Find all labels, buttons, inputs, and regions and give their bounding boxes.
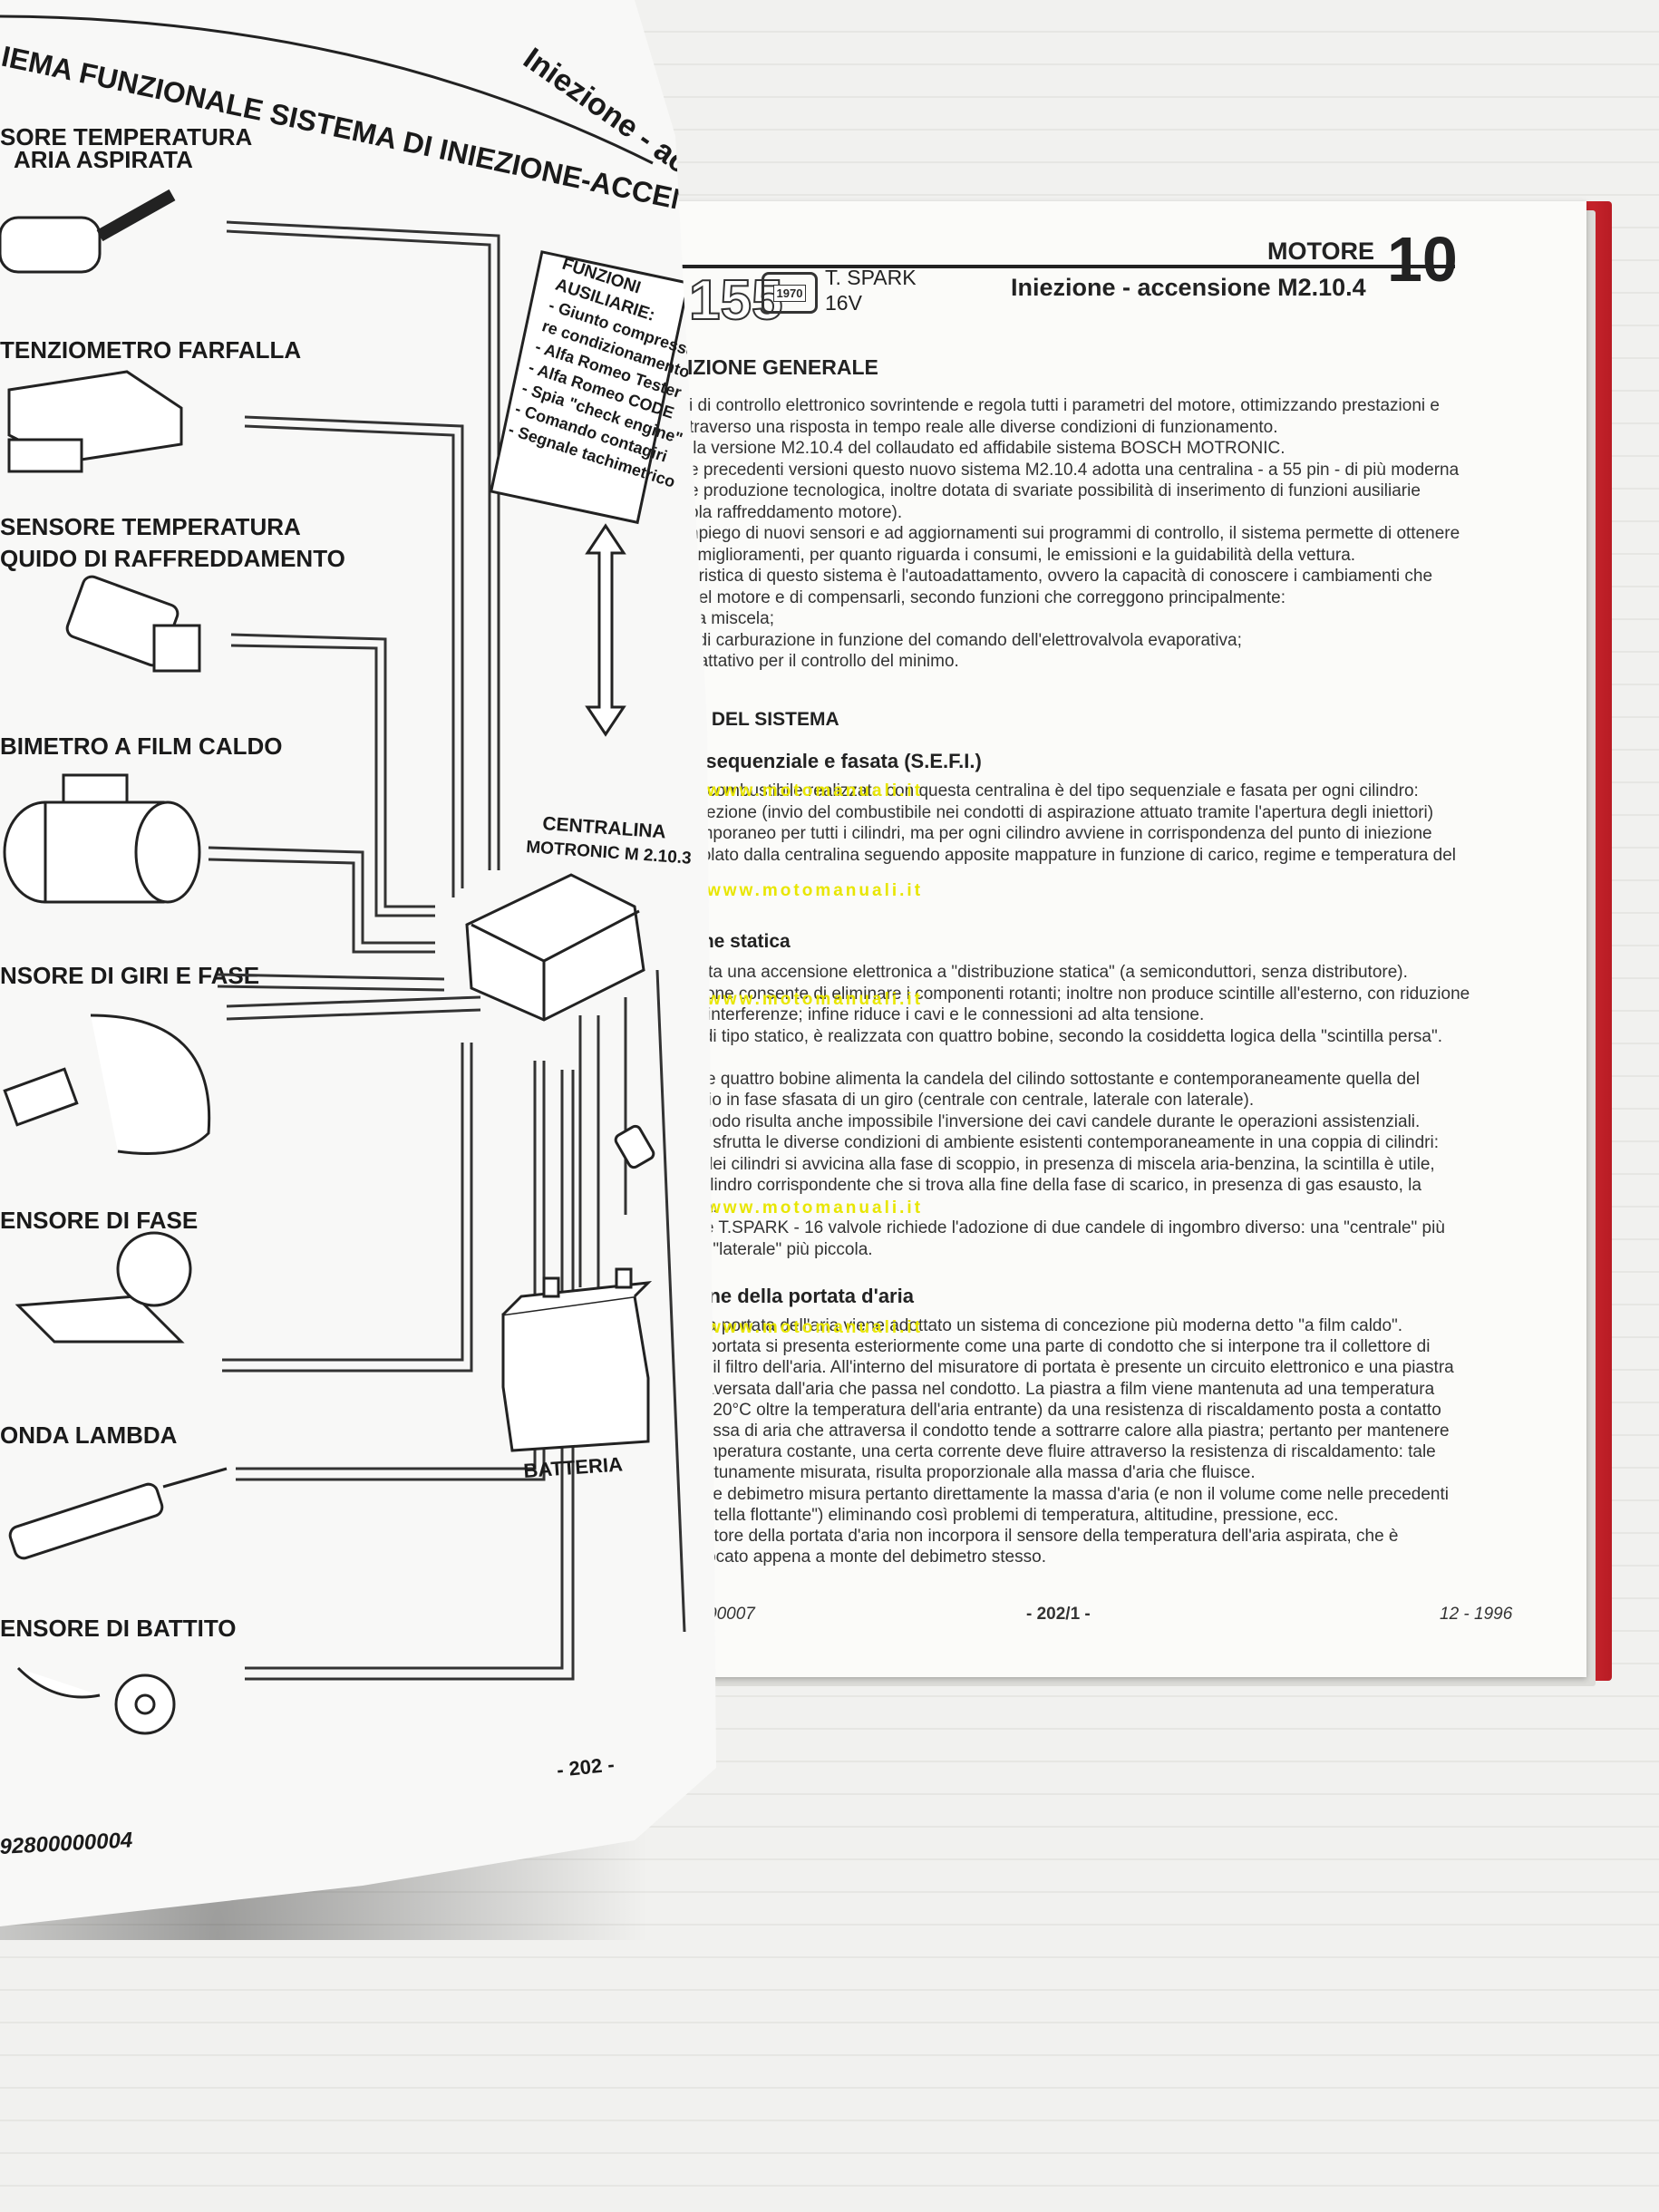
body-text-line: lcolato dalla centralina seguendo apposi… [689,845,1457,865]
body-text-line: l cilindro corrispondente che si trova a… [689,1176,1421,1195]
body-text-line: uratore della portata d'aria non incorpo… [689,1527,1399,1546]
engine-diagram: IEMA FUNZIONALE SISTEMA DI INIEZIONE-ACC… [0,15,716,1859]
watermark-5: www.motomanuali.it [707,1318,924,1337]
body-text-line: i miglioramenti, per quanto riguarda i c… [689,545,1356,565]
body-text-line: di combustibile realizzata con questa ce… [689,781,1419,800]
battery-icon [501,1267,653,1452]
body-text-line: ollocato appena a monte del debimetro st… [689,1547,1046,1567]
coolant-temp-sensor-icon [65,575,201,673]
body-text-line: o dei cilindri si avvicina alla fase di … [689,1154,1435,1174]
body-text-line: portella flottante") eliminando così pro… [689,1505,1339,1525]
body-text-line: temperatura costante, una certa corrente… [689,1442,1436,1462]
sensor-wiring [208,220,686,1681]
ecu-icon [465,873,645,1022]
body-text-line: eristica di questo sistema è l'autoadatt… [689,567,1433,586]
body-text-line: i di controllo elettronico sovrintende e… [689,396,1440,415]
body-text-line: lla versione M2.10.4 del collaudato ed a… [689,439,1285,458]
bidirectional-arrow-icon [585,523,626,737]
body-text-line: lla miscela; [689,609,774,628]
watermark-1: www.motomanuali.it [707,781,924,800]
body-text-line: e la portata dell'aria viene adottato un… [689,1316,1403,1335]
right-manual-page: 155 1970 T. SPARK 16V MOTORE 10 Iniezion… [671,201,1586,1677]
label-hot-film-airflow: BIMETRO A FILM CALDO [0,732,282,760]
body-text-line: massa di aria che attraversa il condotto… [689,1421,1450,1441]
label-knock-sensor: ENSORE DI BATTITO [0,1615,237,1642]
body-text-line: l modo risulta anche impossibile l'inver… [689,1111,1421,1131]
body-text-line: ola raffreddamento motore). [689,502,903,522]
label-coolant-temp-2: QUIDO DI RAFFREDDAMENTO [0,545,345,572]
body-text-line: ttata una accensione elettronica a "dist… [689,963,1408,982]
watermark-3: www.motomanuali.it [707,990,924,1009]
sub3-title: one della portata d'aria [696,1285,914,1307]
body-text-line: iniezione (invio del combustibile nei co… [689,802,1434,822]
label-intake-air-temp-1: SORE TEMPERATURA [0,123,253,150]
sub2-title: one statica [691,931,791,952]
sub1-title: e sequenziale e fasata (S.E.F.I.) [689,750,982,772]
badge-year: 1970 [772,284,807,302]
body-text-line: ore T.SPARK - 16 valvole richiede l'adoz… [689,1218,1445,1237]
body-text-line: i di carburazione in funzione del comand… [689,630,1242,650]
left-page-number: - 202 - [556,1752,616,1781]
body-text-line: ppio in fase sfasata di un giro (central… [689,1091,1255,1110]
left-diagram-page: IEMA FUNZIONALE SISTEMA DI INIEZIONE-ACC… [0,0,716,1926]
header-rule-curve [0,15,654,165]
watermark-2: www.motomanuali.it [707,881,924,900]
section1-title: IZIONE GENERALE [687,355,878,379]
body-text-line: dattativo per il controllo del minimo. [689,652,959,671]
body-text-line: npiego di nuovi sensori e ad aggiornamen… [689,524,1460,543]
hot-film-airflow-meter-icon [3,773,201,904]
body-text-line: e precedenti versioni questo nuovo siste… [689,460,1460,480]
ecu-label-2: MOTRONIC M 2.10.3 [526,838,693,868]
intake-air-temp-sensor-icon [0,189,176,274]
body-text-line: e di tipo statico, è realizzata con quat… [689,1026,1442,1046]
model-line-2: 16V [825,291,862,315]
body-text-line: e produzione tecnologica, inoltre dotata… [689,481,1421,500]
body-text-line: portunamente misurata, risulta proporzio… [689,1463,1256,1483]
model-name: T. SPARK 16V [825,265,917,315]
body-text-line: ne sfrutta le diverse condizioni di ambi… [689,1133,1439,1152]
footer-date: 12 - 1996 [1440,1605,1513,1624]
chapter-number: 10 [1387,224,1458,295]
body-text-line: izione consente di eliminare i component… [689,984,1470,1004]
body-text-line: ttraversata dall'aria che passa nel cond… [689,1379,1435,1399]
ecu-label-1: CENTRALINA [542,813,667,842]
label-lambda-probe: ONDA LAMBDA [0,1421,178,1449]
watermark-4: www.motomanuali.it [707,1198,924,1218]
body-text-line: ente debimetro misura pertanto direttame… [689,1484,1449,1504]
auxiliary-functions-box [489,250,691,525]
label-throttle-pot: TENZIOMETRO FARFALLA [0,336,301,364]
left-doc-code: 92800000004 [0,1828,133,1859]
phase-sensor-icon [15,1231,192,1344]
body-text-line: ed il filtro dell'aria. All'interno del … [689,1358,1454,1378]
label-phase-sensor: ENSORE DI FASE [0,1207,198,1234]
footer-page-number: - 202/1 - [1026,1605,1091,1624]
injector-icon [614,1124,655,1169]
body-text-line: di portata si presenta esteriormente com… [689,1337,1431,1357]
lambda-probe-icon [8,1467,228,1560]
label-intake-air-temp-2: ARIA ASPIRATA [14,146,193,173]
body-text-line: na "laterale" più piccola. [689,1239,873,1259]
footer-code: 00007 [707,1605,755,1624]
throttle-potentiometer-icon [7,370,183,473]
section2-title: NI DEL SISTEMA [687,709,839,730]
body-text-line: elle quattro bobine alimenta la candela … [689,1069,1420,1089]
rpm-phase-sensor-icon [3,1014,211,1155]
battery-label: BATTERIA [523,1452,624,1482]
body-text-line: di interferenze; infine riduce i cavi e … [689,1005,1205,1024]
body-text-line: traverso una risposta in tempo reale all… [689,417,1278,437]
label-coolant-temp-1: SENSORE TEMPERATURA [0,513,301,540]
header-rule [671,265,1455,268]
body-text-line: a 120°C oltre la temperatura dell'aria e… [689,1400,1441,1420]
brand-badge-icon: 1970 [762,272,818,314]
knock-sensor-icon [16,1666,176,1735]
label-rpm-phase-sensor: NSORE DI GIRI E FASE [0,962,259,989]
body-text-line: nel motore e di compensarli, secondo fun… [689,587,1285,607]
page-subtitle: Iniezione - accensione M2.10.4 [1011,274,1366,301]
model-line-1: T. SPARK [825,266,917,289]
chapter-title: MOTORE [1267,238,1375,265]
body-text-line: emporaneo per tutti i cilindri, ma per o… [689,824,1432,843]
